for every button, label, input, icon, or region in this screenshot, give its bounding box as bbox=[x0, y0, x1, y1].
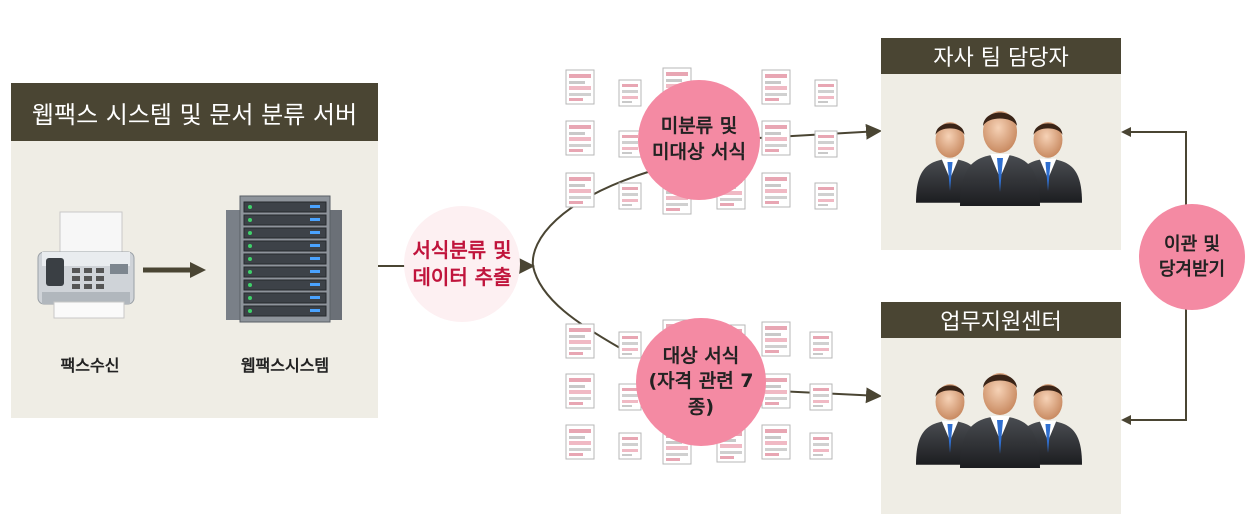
transfer-line1: 이관 및 bbox=[1164, 233, 1220, 255]
target-forms-bubble: 대상 서식 (자격 관련 7종) bbox=[636, 318, 766, 446]
support-center-title: 업무지원센터 bbox=[881, 302, 1121, 338]
classification-line2: 데이터 추출 bbox=[412, 265, 512, 289]
transfer-pull-bubble: 이관 및 당겨받기 bbox=[1139, 204, 1245, 310]
target-forms-line1: 대상 서식 bbox=[662, 344, 740, 367]
unclassified-forms-bubble: 미분류 및 미대상 서식 bbox=[638, 80, 760, 200]
webfax-system-label: 웹팩스시스템 bbox=[240, 356, 330, 375]
unclassified-line2: 미대상 서식 bbox=[651, 141, 746, 163]
classification-extraction-bubble: 서식분류 및 데이터 추출 bbox=[404, 206, 520, 322]
classification-line1: 서식분류 및 bbox=[412, 238, 512, 262]
unclassified-line1: 미분류 및 bbox=[660, 115, 738, 138]
fax-server-panel-title: 웹팩스 시스템 및 문서 분류 서버 bbox=[11, 83, 378, 141]
fax-receive-label: 팩스수신 bbox=[60, 356, 120, 375]
transfer-line2: 당겨받기 bbox=[1158, 259, 1226, 280]
internal-team-title: 자사 팀 담당자 bbox=[881, 38, 1121, 74]
target-forms-line2: (자격 관련 7종) bbox=[648, 370, 754, 418]
